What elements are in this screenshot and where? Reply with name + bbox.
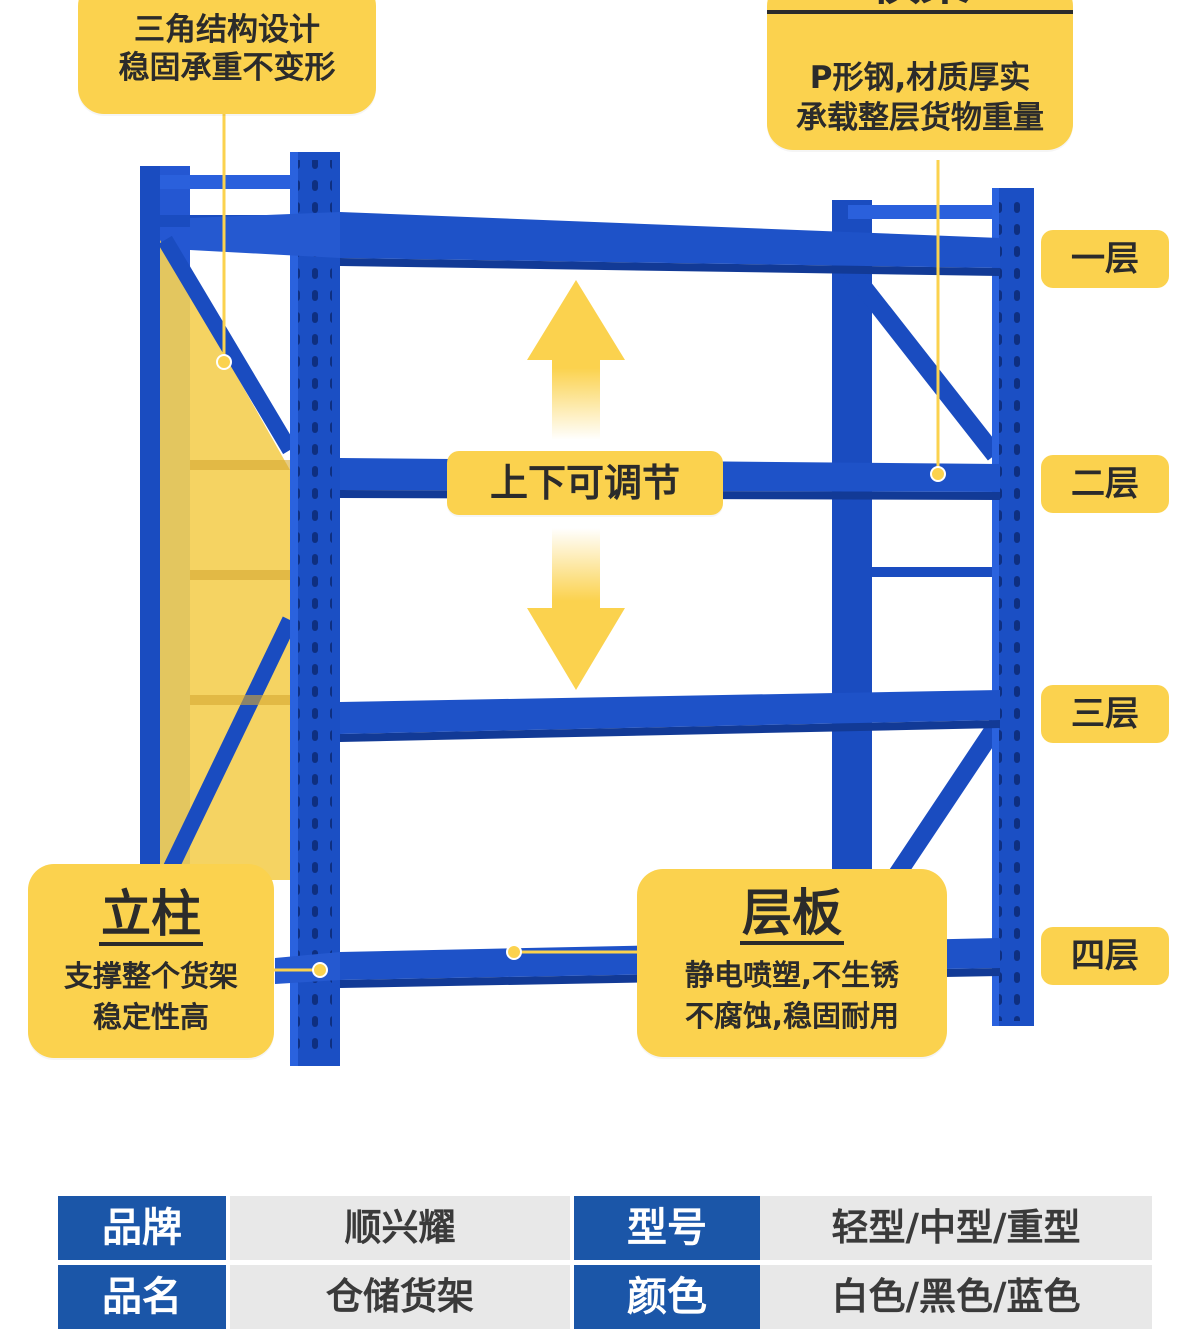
- color-label: 颜色: [574, 1265, 760, 1329]
- pointer-dot: [930, 466, 946, 482]
- beam-callout: 横梁 P形钢,材质厚实 承载整层货物重量: [767, 0, 1073, 150]
- spec-table: 品牌 顺兴耀 型号 轻型/中型/重型 品名 仓储货架 颜色 白色/黑色/蓝色: [58, 1196, 1152, 1334]
- pointer-dot: [216, 354, 232, 370]
- callout-line: P形钢,材质厚实: [809, 60, 1031, 96]
- product-name-label: 品名: [58, 1265, 226, 1329]
- triangle-structure-callout: 三角结构设计 稳固承重不变形: [78, 0, 376, 114]
- tier-label-4: 四层: [1041, 927, 1169, 985]
- adjust-up-arrow-icon: [527, 280, 625, 440]
- callout-title: 层板: [740, 885, 844, 945]
- callout-line: 稳定性高: [92, 1000, 209, 1034]
- callout-line: 不腐蚀,稳固耐用: [684, 999, 900, 1033]
- callout-line: 支撑整个货架: [63, 959, 238, 993]
- shelf-board-callout: 层板 静电喷塑,不生锈 不腐蚀,稳固耐用: [637, 869, 947, 1057]
- model-value: 轻型/中型/重型: [760, 1196, 1152, 1260]
- callout-line: 静电喷塑,不生锈: [684, 958, 900, 992]
- adjust-down-arrow-icon: [527, 528, 625, 690]
- pointer-dot: [506, 944, 522, 960]
- tier-label-2: 二层: [1041, 455, 1169, 513]
- table-row: 品名 仓储货架 颜色 白色/黑色/蓝色: [58, 1265, 1152, 1329]
- callout-title: 横梁: [767, 0, 1073, 14]
- shelf-level-3: [340, 690, 1000, 734]
- shelf-level-1: [340, 212, 1000, 268]
- tier-label-1: 一层: [1041, 230, 1169, 288]
- callout-line: 三角结构设计: [134, 12, 320, 48]
- brand-label: 品牌: [58, 1196, 226, 1260]
- table-row: 品牌 顺兴耀 型号 轻型/中型/重型: [58, 1196, 1152, 1260]
- callout-line: 稳固承重不变形: [118, 50, 336, 86]
- brand-value: 顺兴耀: [230, 1196, 570, 1260]
- callout-line: 承载整层货物重量: [796, 100, 1044, 136]
- tier-label-3: 三层: [1041, 685, 1169, 743]
- side-panel-highlight: [160, 240, 290, 880]
- pointer-dot: [312, 962, 328, 978]
- model-label: 型号: [574, 1196, 760, 1260]
- adjustable-callout: 上下可调节: [447, 451, 723, 515]
- column-callout: 立柱 支撑整个货架 稳定性高: [28, 864, 274, 1058]
- product-name-value: 仓储货架: [230, 1265, 570, 1329]
- color-value: 白色/黑色/蓝色: [760, 1265, 1152, 1329]
- callout-title: 立柱: [99, 886, 203, 946]
